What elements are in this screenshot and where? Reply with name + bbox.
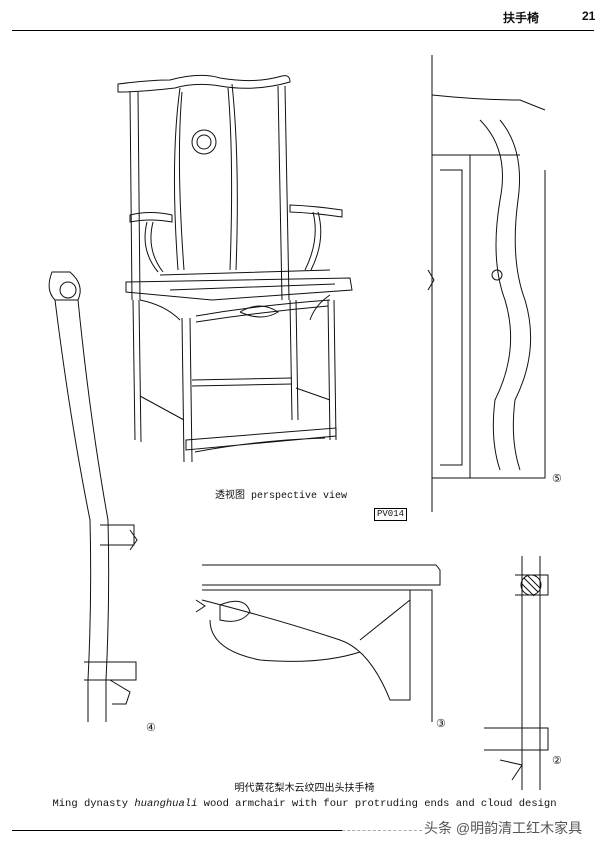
caption-english: Ming dynasty huanghuali wood armchair wi…	[0, 798, 609, 810]
detail-3-apron-cloud	[195, 564, 441, 722]
header-title: 扶手椅	[503, 11, 540, 25]
detail-number-2: ②	[552, 755, 562, 767]
watermark: 头条 @明韵清工红木家具	[424, 820, 583, 836]
page-number: 21	[582, 9, 596, 23]
caption-en-italic: huanghuali	[134, 798, 198, 810]
header-rule	[12, 30, 594, 31]
detail-number-3: ③	[436, 718, 446, 730]
detail-number-4: ④	[146, 722, 156, 734]
detail-5-arm-view	[427, 55, 546, 512]
caption-chinese: 明代黄花梨木云纹四出头扶手椅	[234, 783, 375, 794]
detail-4-rear-post	[48, 271, 138, 722]
detail-number-5: ⑤	[552, 473, 562, 485]
caption-en-suffix: wood armchair with four protruding ends …	[197, 798, 557, 810]
footer-dash	[342, 830, 422, 831]
drawing-code: PV014	[374, 508, 408, 521]
view-label: 透视图 perspective view	[215, 491, 348, 502]
footer-rule	[12, 830, 342, 831]
chair-perspective-view	[117, 74, 353, 463]
caption-en-prefix: Ming dynasty	[52, 798, 135, 810]
detail-2-leg-section	[484, 556, 549, 790]
